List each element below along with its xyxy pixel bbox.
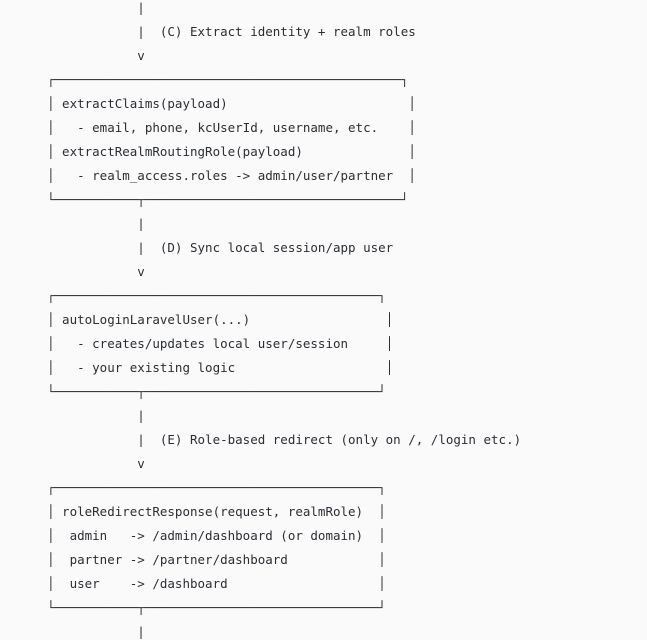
- ascii-flow-diagram: | | (C) Extract identity + realm roles v…: [47, 0, 522, 639]
